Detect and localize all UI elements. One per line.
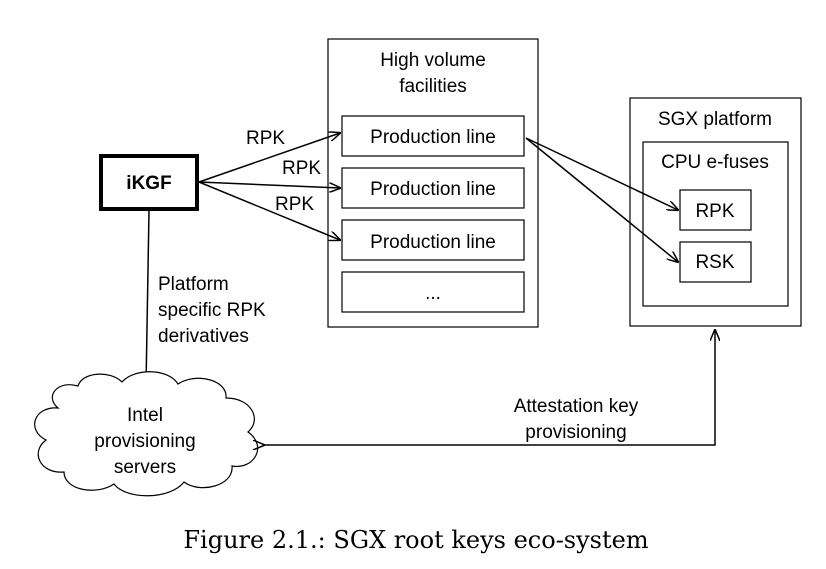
intel-servers-line1: Intel [127, 405, 163, 426]
ikgf-box: iKGF [99, 154, 199, 211]
rpk-edge-label-3: RPK [275, 194, 314, 215]
arrow-ikgf-to-line3 [198, 181, 340, 240]
rpk-edge-label-2: RPK [282, 158, 321, 179]
arrow-attestation-provisioning [264, 330, 715, 445]
arrow-ikgf-to-line2 [198, 181, 340, 188]
production-line-1: Production line [341, 115, 525, 157]
high-volume-label-line1: High volume [380, 50, 486, 71]
rpk-fuse-label: RPK [695, 201, 734, 222]
production-line-more: ... [341, 271, 525, 313]
arrow-line-to-rpk [525, 137, 678, 210]
sgx-platform-label: SGX platform [658, 109, 772, 130]
platform-derivatives-line2: specific RPK [158, 300, 266, 321]
intel-servers-line2: provisioning [94, 431, 195, 452]
rpk-fuse-box: RPK [679, 189, 752, 231]
production-line-3: Production line [341, 219, 525, 261]
ikgf-label: iKGF [126, 173, 171, 194]
arrow-ikgf-to-line1 [198, 133, 340, 183]
high-volume-label-line2: facilities [399, 76, 467, 97]
attestation-label-line2: provisioning [525, 422, 626, 443]
production-line-1-label: Production line [370, 127, 496, 148]
platform-derivatives-line3: derivatives [158, 326, 249, 347]
production-line-3-label: Production line [370, 232, 496, 253]
arrow-line-to-rsk [525, 137, 678, 262]
rsk-fuse-label: RSK [695, 252, 734, 273]
rpk-edge-label-1: RPK [246, 128, 285, 149]
platform-derivatives-line1: Platform [158, 274, 229, 295]
intel-servers-line3: servers [114, 457, 176, 478]
production-line-more-label: ... [425, 283, 441, 304]
arrow-ikgf-to-intel [146, 210, 149, 386]
figure-caption: Figure 2.1.: SGX root keys eco-system [183, 526, 648, 554]
production-line-2: Production line [341, 167, 525, 209]
intel-provisioning-cloud: Intel provisioning servers [34, 371, 259, 497]
production-line-2-label: Production line [370, 179, 496, 200]
rsk-fuse-box: RSK [679, 241, 752, 283]
cpu-efuses-label: CPU e-fuses [661, 152, 769, 173]
attestation-label-line1: Attestation key [514, 396, 639, 417]
